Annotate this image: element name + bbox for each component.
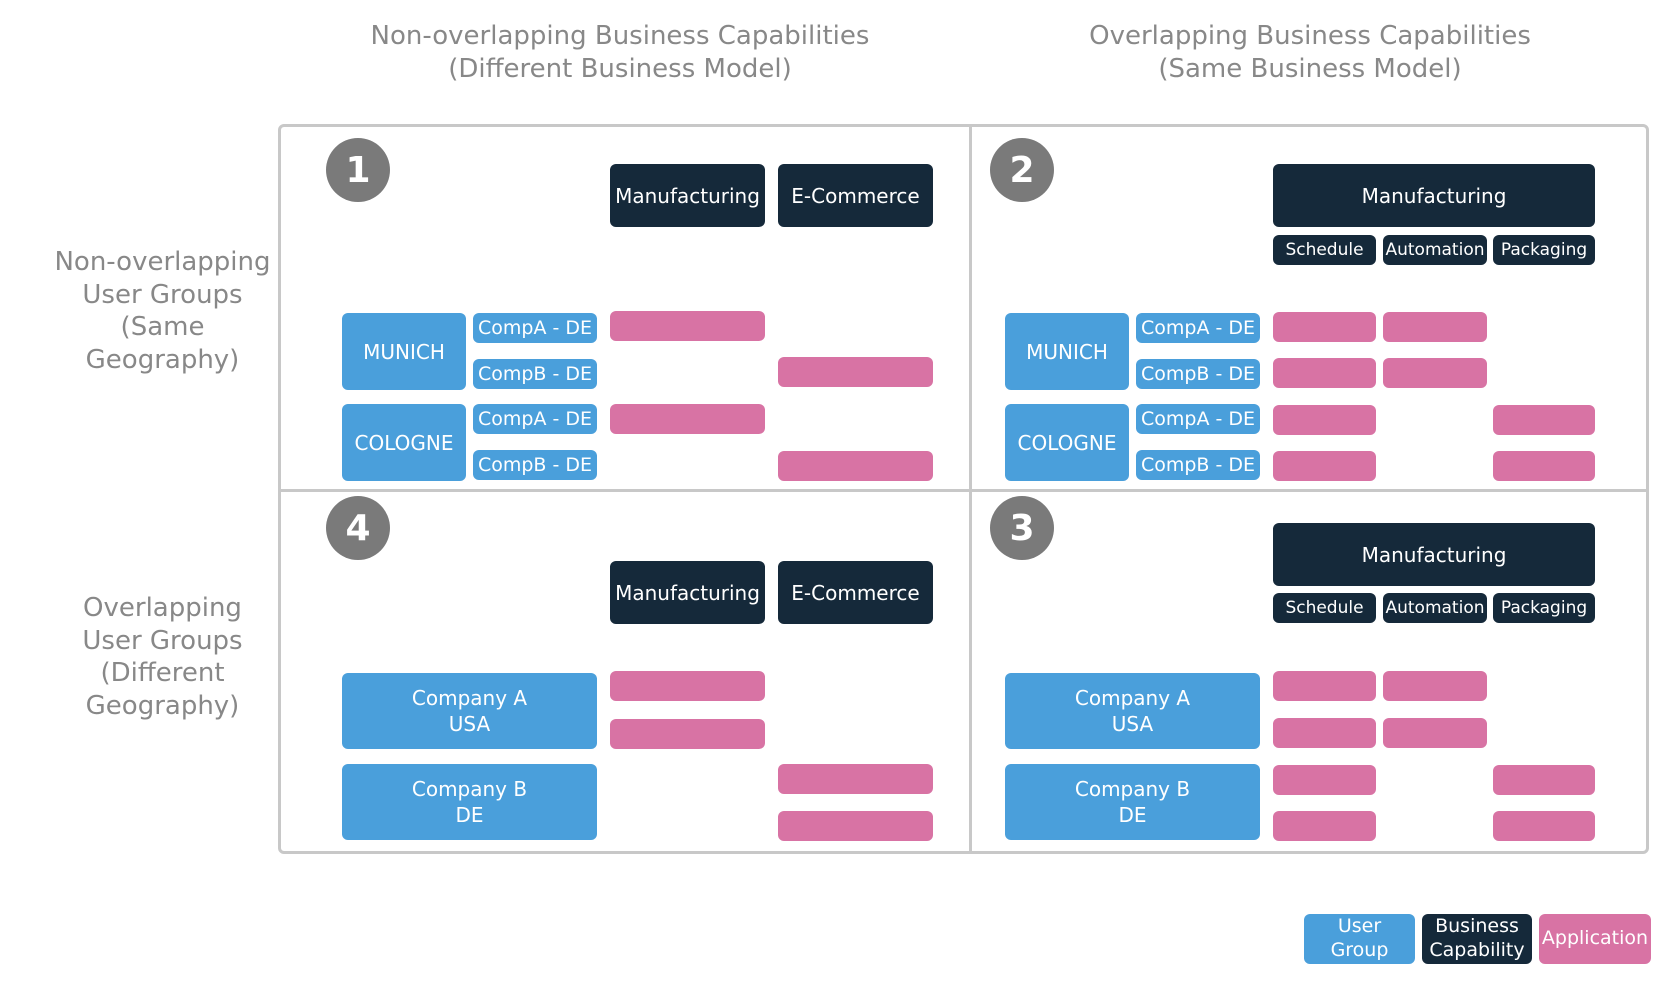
application-block xyxy=(778,764,933,794)
row-header-line: (Same xyxy=(120,312,205,342)
column-header-line: (Same Business Model) xyxy=(1158,53,1462,84)
application-block xyxy=(1383,358,1487,388)
row-header-line: Non-overlapping xyxy=(54,247,271,277)
user-group-label: DE xyxy=(455,803,484,827)
user-group-company-b-de: Company B DE xyxy=(342,764,597,840)
user-group-label: MUNICH xyxy=(1026,339,1108,364)
sub-capability-schedule: Schedule xyxy=(1273,235,1376,265)
column-header-line: Non-overlapping Business Capabilities xyxy=(370,21,870,51)
capability-manufacturing: Manufacturing xyxy=(610,164,765,227)
user-subgroup: CompA - DE xyxy=(1136,313,1260,343)
capability-manufacturing: Manufacturing xyxy=(1273,164,1595,227)
legend-label: Business xyxy=(1435,915,1519,938)
application-block xyxy=(1383,718,1487,748)
user-group-label: MUNICH xyxy=(363,339,445,364)
user-subgroup: CompB - DE xyxy=(473,359,597,389)
capability-manufacturing: Manufacturing xyxy=(1273,523,1595,586)
application-block xyxy=(778,811,933,841)
user-group-label: USA xyxy=(448,712,491,736)
matrix-horizontal-divider xyxy=(278,489,1649,492)
application-block xyxy=(1493,405,1595,435)
application-block xyxy=(1493,765,1595,795)
user-group-company-b-de: Company B DE xyxy=(1005,764,1260,840)
legend-label: Capability xyxy=(1429,939,1525,961)
sub-capability-automation: Automation xyxy=(1383,235,1487,265)
user-subgroup: CompA - DE xyxy=(473,313,597,343)
capability-manufacturing: Manufacturing xyxy=(610,561,765,624)
user-group-munich: MUNICH xyxy=(342,313,466,390)
row-header-line: Overlapping xyxy=(83,593,242,623)
application-block xyxy=(1273,718,1376,748)
row-header-non-overlapping: Non-overlapping User Groups (Same Geogra… xyxy=(40,246,285,376)
application-block xyxy=(1273,451,1376,481)
quadrant-3-number-badge: 3 xyxy=(990,496,1054,560)
user-group-label: Company A xyxy=(411,686,528,710)
application-block xyxy=(778,451,933,481)
quadrant-1-number-badge: 1 xyxy=(326,138,390,202)
column-header-overlapping: Overlapping Business Capabilities (Same … xyxy=(1000,20,1620,85)
user-group-label: Company B xyxy=(411,777,528,801)
application-block xyxy=(778,357,933,387)
application-block xyxy=(1273,405,1376,435)
row-header-line: Geography) xyxy=(85,690,240,721)
legend-user-group: User Group xyxy=(1304,914,1415,964)
sub-capability-schedule: Schedule xyxy=(1273,593,1376,623)
application-block xyxy=(1273,358,1376,388)
application-block xyxy=(1383,312,1487,342)
application-block xyxy=(610,719,765,749)
user-group-cologne: COLOGNE xyxy=(342,404,466,481)
legend-label: User xyxy=(1337,915,1382,938)
row-header-line: Geography) xyxy=(85,344,240,375)
user-group-label: Company A xyxy=(1074,686,1191,710)
user-subgroup: CompB - DE xyxy=(1136,450,1260,480)
user-group-label: COLOGNE xyxy=(1017,430,1117,455)
quadrant-4-number-badge: 4 xyxy=(326,496,390,560)
legend-application: Application xyxy=(1539,914,1651,964)
sub-capability-automation: Automation xyxy=(1383,593,1487,623)
quadrant-2-number-badge: 2 xyxy=(990,138,1054,202)
user-subgroup: CompB - DE xyxy=(1136,359,1260,389)
user-subgroup: CompA - DE xyxy=(473,404,597,434)
legend-label: Group xyxy=(1330,939,1389,961)
application-block xyxy=(1273,811,1376,841)
legend-business-capability: Business Capability xyxy=(1422,914,1532,964)
column-header-non-overlapping: Non-overlapping Business Capabilities (D… xyxy=(310,20,930,85)
application-block xyxy=(610,404,765,434)
legend-label: Application xyxy=(1541,927,1649,950)
application-block xyxy=(1273,671,1376,701)
application-block xyxy=(1383,671,1487,701)
application-block xyxy=(1273,765,1376,795)
column-header-line: Overlapping Business Capabilities xyxy=(1089,21,1531,51)
capability-e-commerce: E-Commerce xyxy=(778,561,933,624)
application-block xyxy=(1493,451,1595,481)
sub-capability-packaging: Packaging xyxy=(1493,593,1595,623)
application-block xyxy=(610,311,765,341)
row-header-overlapping: Overlapping User Groups (Different Geogr… xyxy=(40,592,285,722)
application-block xyxy=(1273,312,1376,342)
row-header-line: User Groups xyxy=(82,625,243,656)
user-group-label: USA xyxy=(1111,712,1154,736)
user-group-munich: MUNICH xyxy=(1005,313,1129,390)
application-block xyxy=(610,671,765,701)
row-header-line: User Groups xyxy=(82,279,243,310)
row-header-line: (Different xyxy=(100,658,225,688)
user-subgroup: CompB - DE xyxy=(473,450,597,480)
user-group-label: DE xyxy=(1118,803,1147,827)
user-subgroup: CompA - DE xyxy=(1136,404,1260,434)
user-group-label: COLOGNE xyxy=(354,430,454,455)
user-group-company-a-usa: Company A USA xyxy=(342,673,597,749)
user-group-company-a-usa: Company A USA xyxy=(1005,673,1260,749)
application-block xyxy=(1493,811,1595,841)
column-header-line: (Different Business Model) xyxy=(448,53,792,84)
user-group-cologne: COLOGNE xyxy=(1005,404,1129,481)
capability-e-commerce: E-Commerce xyxy=(778,164,933,227)
user-group-label: Company B xyxy=(1074,777,1191,801)
sub-capability-packaging: Packaging xyxy=(1493,235,1595,265)
